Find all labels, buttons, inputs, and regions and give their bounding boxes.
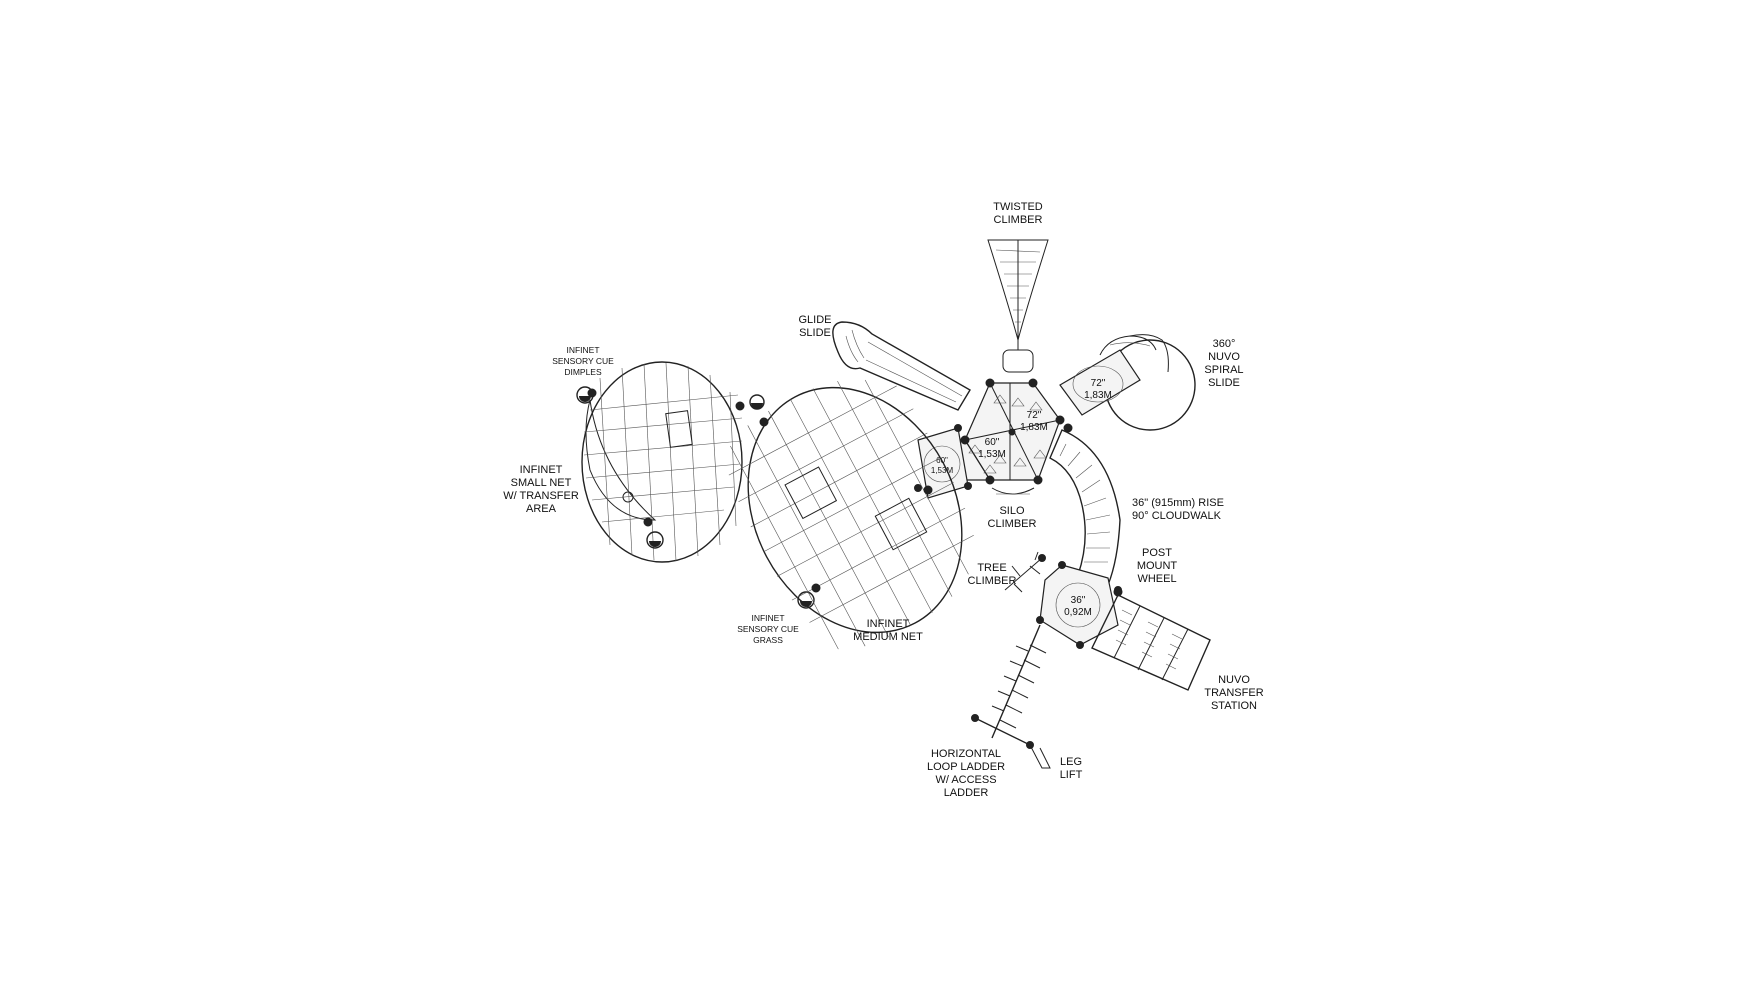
deck-height-72-center: 72" 1,83M xyxy=(1020,410,1048,433)
label-post-mount-wheel: POST MOUNT WHEEL xyxy=(1137,547,1178,585)
label-line: INFINET xyxy=(520,464,563,476)
label-line: GRASS xyxy=(753,635,783,645)
label-twisted-climber: TWISTED CLIMBER xyxy=(993,201,1043,226)
label-line: SLIDE xyxy=(1208,377,1240,389)
transfer-station xyxy=(1091,594,1211,691)
label-line: TWISTED xyxy=(993,201,1043,213)
label-line: SPIRAL xyxy=(1204,364,1243,376)
label-line: AREA xyxy=(526,503,557,515)
label-line: HORIZONTAL xyxy=(931,748,1001,760)
label-line: LOOP LADDER xyxy=(927,761,1005,773)
label-line: SMALL NET xyxy=(511,477,572,489)
deck-height-metric: 1,53M xyxy=(978,449,1006,460)
deck-height-metric: 1,83M xyxy=(1020,422,1048,433)
label-tree-climber: TREE CLIMBER xyxy=(968,562,1017,587)
twisted-climber xyxy=(987,239,1049,373)
sensory-cue-dimples-marker xyxy=(576,386,594,404)
deck-height-imperial: 60" xyxy=(985,437,1000,448)
label-sensory-cue-grass: INFINET SENSORY CUE GRASS xyxy=(737,613,799,645)
deck-36: 36" 0,92M xyxy=(1036,561,1122,649)
label-leg-lift: LEG LIFT xyxy=(1060,756,1083,781)
label-line: NUVO xyxy=(1218,674,1250,686)
label-infinet-medium-net: INFINET MEDIUM NET xyxy=(853,618,923,643)
label-cloudwalk: 36" (915mm) RISE 90° CLOUDWALK xyxy=(1132,497,1224,522)
label-line: DIMPLES xyxy=(564,367,602,377)
label-line: NUVO xyxy=(1208,351,1240,363)
deck-height-imperial: 72" xyxy=(1027,410,1042,421)
tree-climber xyxy=(1004,551,1046,593)
glide-slide xyxy=(832,321,971,411)
label-infinet-small-net: INFINET SMALL NET W/ TRANSFER AREA xyxy=(503,464,579,515)
label-line: LEG xyxy=(1060,756,1082,768)
label-line: INFINET xyxy=(751,613,784,623)
label-line: LADDER xyxy=(944,787,989,799)
label-line: CLIMBER xyxy=(994,214,1043,226)
leg-lift xyxy=(1029,744,1051,769)
label-line: MEDIUM NET xyxy=(853,631,923,643)
spiral-connector-deck: 72" 1,83M xyxy=(1059,349,1141,416)
horizontal-loop-ladder xyxy=(971,624,1047,749)
label-line: TRANSFER xyxy=(1204,687,1263,699)
deck-height-60: 60" 1,53M xyxy=(978,437,1006,460)
label-line: SILO xyxy=(999,505,1025,517)
infinet-medium-net xyxy=(728,379,974,650)
label-line: LIFT xyxy=(1060,769,1083,781)
deck-height-metric: 1,53M xyxy=(931,466,954,475)
deck-height-72-top: 72" 1,83M xyxy=(1084,378,1112,401)
label-line: SENSORY CUE xyxy=(737,624,799,634)
label-line: WHEEL xyxy=(1137,573,1176,585)
label-line: W/ TRANSFER xyxy=(503,490,579,502)
label-line: GLIDE xyxy=(798,314,831,326)
label-line: 36" (915mm) RISE xyxy=(1132,497,1224,509)
label-glide-slide: GLIDE SLIDE xyxy=(798,314,831,339)
silo-climber xyxy=(991,487,1035,495)
label-line: POST xyxy=(1142,547,1172,559)
label-line: STATION xyxy=(1211,700,1257,712)
label-line: 90° CLOUDWALK xyxy=(1132,510,1222,522)
label-horizontal-loop-ladder: HORIZONTAL LOOP LADDER W/ ACCESS LADDER xyxy=(927,748,1005,799)
label-line: CLIMBER xyxy=(968,575,1017,587)
label-silo-climber: SILO CLIMBER xyxy=(988,505,1037,530)
label-line: INFINET xyxy=(566,345,599,355)
label-spiral-slide: 360° NUVO SPIRAL SLIDE xyxy=(1204,338,1243,389)
sensory-cue-net-joint-marker xyxy=(749,394,765,410)
deck-height-imperial: 72" xyxy=(1091,378,1106,389)
label-line: 360° xyxy=(1213,338,1236,350)
deck-height-metric: 1,83M xyxy=(1084,390,1112,401)
label-transfer-station: NUVO TRANSFER STATION xyxy=(1204,674,1263,712)
label-line: TREE xyxy=(977,562,1006,574)
label-line: SLIDE xyxy=(799,327,831,339)
label-line: SENSORY CUE xyxy=(552,356,614,366)
sensory-cue-small-net-marker xyxy=(646,531,664,549)
deck-height-imperial: 36" xyxy=(1071,595,1086,606)
label-line: INFINET xyxy=(867,618,910,630)
deck-height-metric: 0,92M xyxy=(1064,607,1092,618)
label-sensory-cue-dimples: INFINET SENSORY CUE DIMPLES xyxy=(552,345,614,377)
label-line: CLIMBER xyxy=(988,518,1037,530)
label-line: W/ ACCESS xyxy=(935,774,996,786)
infinet-small-net xyxy=(581,361,745,563)
label-line: MOUNT xyxy=(1137,560,1178,572)
